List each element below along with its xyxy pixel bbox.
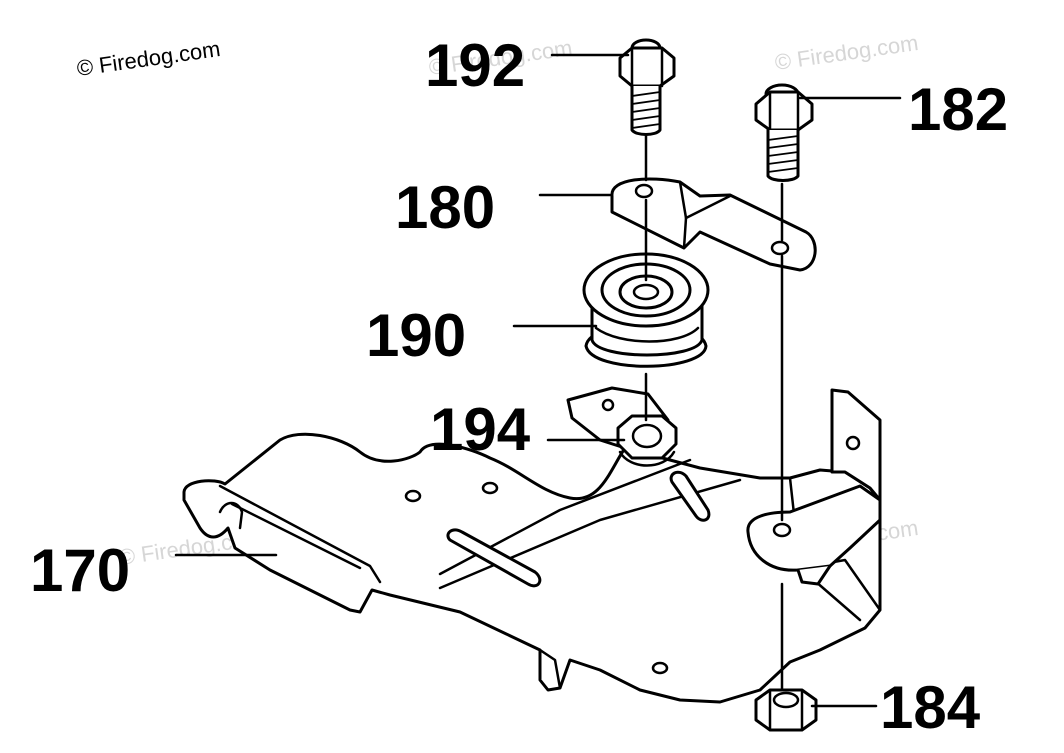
watermark-faint-2: © Firedog.com bbox=[773, 30, 920, 75]
leader-lines bbox=[174, 53, 902, 708]
callout-170: 170 bbox=[30, 537, 130, 604]
nut-194 bbox=[616, 414, 678, 467]
callout-194: 194 bbox=[430, 396, 531, 463]
right-spacer-tab bbox=[746, 484, 882, 586]
callout-184: 184 bbox=[880, 674, 981, 741]
callout-190: 190 bbox=[366, 302, 466, 369]
callout-180: 180 bbox=[395, 174, 495, 241]
idler-bracket-180 bbox=[610, 177, 817, 272]
idler-pulley-190 bbox=[582, 252, 710, 368]
assembly-center-lines bbox=[644, 134, 784, 692]
base-plate-170 bbox=[182, 386, 882, 704]
bolt-192 bbox=[618, 38, 676, 136]
watermark-top-left: © Firedog.com bbox=[75, 36, 222, 81]
callout-182: 182 bbox=[908, 76, 1008, 143]
bolt-182 bbox=[754, 83, 814, 182]
nut-184 bbox=[754, 688, 818, 732]
callout-192: 192 bbox=[425, 32, 525, 99]
